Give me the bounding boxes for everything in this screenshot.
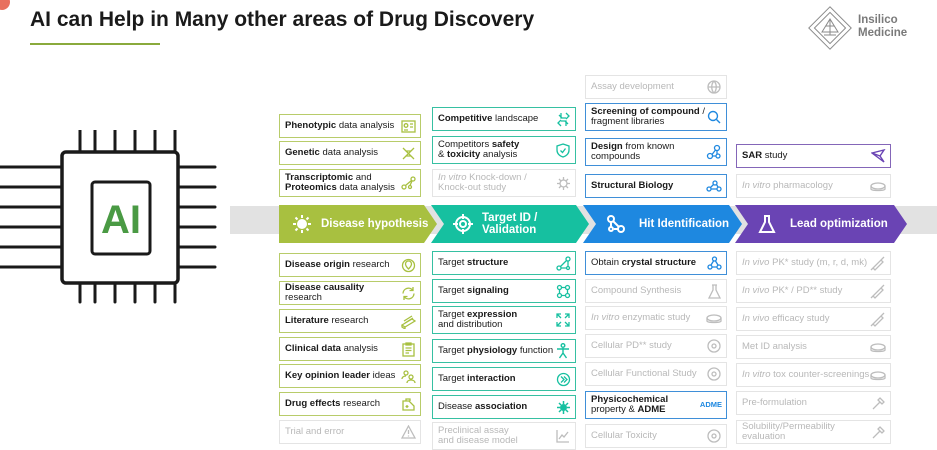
- page-title: AI can Help in Many other areas of Drug …: [30, 8, 535, 31]
- card-pre-formulation: Pre-formulation: [736, 391, 891, 415]
- people-icon: [400, 368, 416, 384]
- card-cellular-pd: Cellular PD** study: [585, 334, 727, 358]
- cell-icon: [706, 366, 722, 382]
- dish-icon: [870, 367, 886, 383]
- card-clinical-data: Clinical data analysis: [279, 337, 421, 361]
- dish-icon: [870, 339, 886, 355]
- card-compound-synthesis: Compound Synthesis: [585, 279, 727, 303]
- pipeline-arrows: [279, 205, 907, 243]
- card-literature: Literature research: [279, 309, 421, 333]
- card-sar-study: SAR study: [736, 144, 891, 168]
- logo-text: Insilico Medicine: [858, 14, 908, 39]
- syringe-icon: [870, 283, 886, 299]
- title-underline: [30, 43, 160, 45]
- card-disease-association: Disease association: [432, 395, 576, 419]
- books-icon: [400, 313, 416, 329]
- insilico-logo-icon: [808, 6, 852, 50]
- card-target-physiology: Target physiology function: [432, 339, 576, 363]
- card-in-vivo-efficacy: In vivo efficacy study: [736, 307, 891, 331]
- globe-icon: [706, 79, 722, 95]
- dropper-icon: [870, 424, 886, 440]
- syringe-icon: [870, 311, 886, 327]
- card-assay-development: Assay development: [585, 75, 727, 99]
- virus-icon: [555, 175, 571, 191]
- location-pin-icon: [400, 257, 416, 273]
- card-in-vitro-pharmacology: In vitro pharmacology: [736, 174, 891, 198]
- stage-disease-hypothesis: Disease hypothesis: [279, 205, 429, 243]
- dish-icon: [706, 310, 722, 326]
- cell-icon: [706, 338, 722, 354]
- card-drug-effects: Drug effects research: [279, 392, 421, 416]
- clipboard-icon: [400, 341, 416, 357]
- pill-icon: [400, 396, 416, 412]
- card-phenotypic: Phenotypic data analysis: [279, 114, 421, 138]
- molecule-icon: [706, 144, 722, 160]
- card-disease-causality: Disease causality research: [279, 281, 421, 305]
- expand-icon: [555, 312, 571, 328]
- card-disease-origin: Disease origin research: [279, 253, 421, 277]
- red-dot-decoration: [0, 0, 10, 10]
- card-target-interaction: Target interaction: [432, 367, 576, 391]
- card-met-id: Met ID analysis: [736, 335, 891, 359]
- card-knockdown-study: In vitro Knock-down /Knock-out study: [432, 169, 576, 197]
- id-card-icon: [400, 118, 416, 134]
- card-cellular-toxicity: Cellular Toxicity: [585, 424, 727, 448]
- chart-icon: [555, 428, 571, 444]
- card-solubility-permeability: Solubility/Permeability evaluation: [736, 420, 891, 444]
- flask-icon: [706, 283, 722, 299]
- ai-chip-label: AI: [101, 198, 141, 242]
- flask-icon: [756, 213, 778, 235]
- card-trial-and-error: Trial and error: [279, 420, 421, 444]
- sar-icon: [870, 148, 886, 164]
- card-genetic: Genetic data analysis: [279, 141, 421, 165]
- network-icon: [400, 175, 416, 191]
- dna-icon: [400, 145, 416, 161]
- stage-hit-identification: Hit Identification: [593, 205, 743, 243]
- cycle-icon: [400, 285, 416, 301]
- card-screening-compound: Screening of compound /fragment librarie…: [585, 103, 727, 131]
- card-in-vivo-pk-pd: In vivo PK* / PD** study: [736, 279, 891, 303]
- dish-icon: [870, 178, 886, 194]
- card-tox-counter-screenings: In vitro tox counter-screenings: [736, 363, 891, 387]
- interaction-icon: [555, 371, 571, 387]
- crystal-icon: [706, 255, 722, 271]
- target-icon: [452, 213, 474, 235]
- search-icon: [706, 109, 722, 125]
- molecule-icon: [555, 255, 571, 271]
- stage-lead-optimization: Lead optimization: [744, 205, 904, 243]
- card-enzymatic-study: In vitro enzymatic study: [585, 306, 727, 330]
- card-competitors-safety: Competitors safety& toxicity analysis: [432, 136, 576, 164]
- warning-icon: [400, 424, 416, 440]
- molecule-icon: [605, 213, 627, 235]
- adme-text-icon: ADME: [699, 399, 722, 409]
- card-structural-biology: Structural Biology: [585, 174, 727, 198]
- card-target-signaling: Target signaling: [432, 279, 576, 303]
- ai-chip-icon: AI: [0, 130, 217, 304]
- card-in-vivo-pk: In vivo PK* study (m, r, d, mk): [736, 251, 891, 275]
- card-cellular-functional: Cellular Functional Study: [585, 362, 727, 386]
- virus-icon: [555, 399, 571, 415]
- shield-icon: [555, 142, 571, 158]
- virus-icon: [291, 213, 313, 235]
- syringe-icon: [870, 255, 886, 271]
- cell-icon: [706, 428, 722, 444]
- card-crystal-structure: Obtain crystal structure: [585, 251, 727, 275]
- stage-target-id: Target ID / Validation: [440, 205, 580, 243]
- arrows-icon: [555, 111, 571, 127]
- card-target-structure: Target structure: [432, 251, 576, 275]
- nodes-icon: [555, 283, 571, 299]
- dropper-icon: [870, 395, 886, 411]
- card-competitive-landscape: Competitive landscape: [432, 107, 576, 131]
- human-figure-icon: [555, 343, 571, 359]
- card-key-opinion-leader: Key opinion leader ideas: [279, 364, 421, 388]
- structure-icon: [706, 178, 722, 194]
